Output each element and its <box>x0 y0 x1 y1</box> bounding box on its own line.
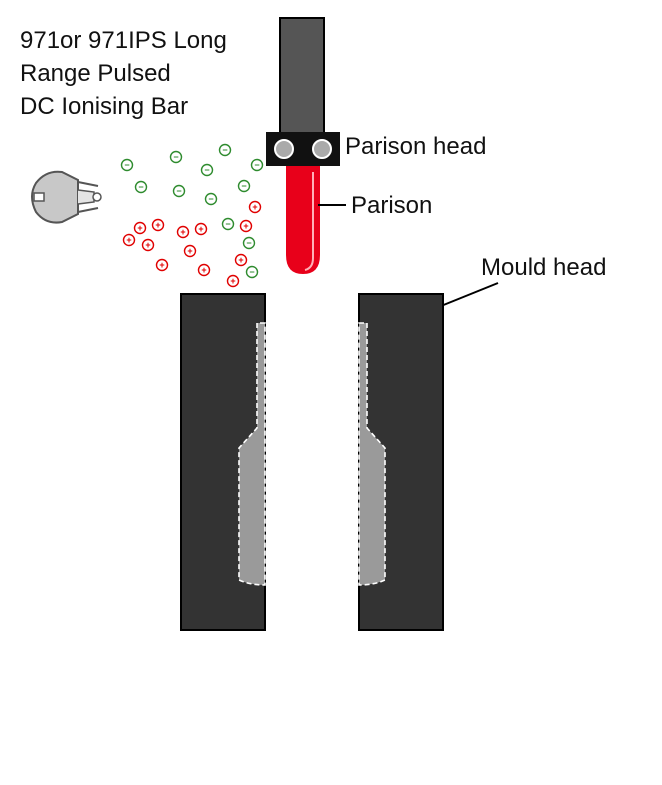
negative-ion-sign: − <box>138 182 143 192</box>
ionising-bar-label-line3: DC Ionising Bar <box>20 93 188 120</box>
mould-cavity-left <box>238 322 266 586</box>
negative-ion <box>218 143 232 157</box>
negative-ion-sign: − <box>225 219 230 229</box>
negative-ion-sign: − <box>222 145 227 155</box>
positive-ion <box>194 222 208 236</box>
positive-ion <box>248 200 262 214</box>
negative-ion-sign: − <box>249 267 254 277</box>
parison-head-block <box>266 132 340 166</box>
positive-ion-sign: + <box>145 240 150 250</box>
mould-left <box>180 293 266 631</box>
positive-ion <box>176 225 190 239</box>
positive-ion-sign: + <box>252 202 257 212</box>
positive-ion <box>234 253 248 267</box>
air-blower-icon <box>31 170 102 224</box>
parison <box>286 166 320 274</box>
negative-ion <box>120 158 134 172</box>
positive-ion-sign: + <box>238 255 243 265</box>
mould-right <box>358 293 444 631</box>
negative-ion <box>245 265 259 279</box>
negative-ion <box>250 158 264 172</box>
mould-cavity-right <box>358 322 386 586</box>
negative-ion-sign: − <box>246 238 251 248</box>
positive-ion-sign: + <box>230 276 235 286</box>
positive-ion-sign: + <box>126 235 131 245</box>
negative-ion <box>237 179 251 193</box>
positive-ion-sign: + <box>180 227 185 237</box>
nozzle-right <box>312 139 332 159</box>
nozzle-left <box>274 139 294 159</box>
positive-ion-sign: + <box>155 220 160 230</box>
negative-ion <box>200 163 214 177</box>
parison-label: Parison <box>351 192 432 219</box>
ionising-bar <box>279 17 325 135</box>
positive-ion <box>141 238 155 252</box>
positive-ion <box>226 274 240 288</box>
mould-head-leader <box>440 282 499 307</box>
positive-ion <box>197 263 211 277</box>
negative-ion <box>134 180 148 194</box>
positive-ion-sign: + <box>137 223 142 233</box>
ion-cloud: −−−−−−−−−−−−+++++++++++++ <box>120 143 264 288</box>
positive-ion <box>122 233 136 247</box>
negative-ion-sign: − <box>176 186 181 196</box>
negative-ion <box>172 184 186 198</box>
negative-ion <box>221 217 235 231</box>
positive-ion <box>155 258 169 272</box>
negative-ion-sign: − <box>241 181 246 191</box>
parison-head-label: Parison head <box>345 133 486 160</box>
negative-ion-sign: − <box>124 160 129 170</box>
negative-ion-sign: − <box>254 160 259 170</box>
negative-ion <box>242 236 256 250</box>
negative-ion <box>204 192 218 206</box>
positive-ion-sign: + <box>187 246 192 256</box>
positive-ion-sign: + <box>198 224 203 234</box>
mould-head-label: Mould head <box>481 254 606 281</box>
positive-ion <box>239 219 253 233</box>
positive-ion <box>133 221 147 235</box>
positive-ion-sign: + <box>159 260 164 270</box>
ionising-bar-label-line2: Range Pulsed <box>20 60 171 87</box>
positive-ion <box>151 218 165 232</box>
positive-ion-sign: + <box>201 265 206 275</box>
negative-ion-sign: − <box>208 194 213 204</box>
ionising-bar-label-line1: 971or 971IPS Long <box>20 27 227 54</box>
negative-ion-sign: − <box>173 152 178 162</box>
positive-ion <box>183 244 197 258</box>
negative-ion-sign: − <box>204 165 209 175</box>
positive-ion-sign: + <box>243 221 248 231</box>
negative-ion <box>169 150 183 164</box>
